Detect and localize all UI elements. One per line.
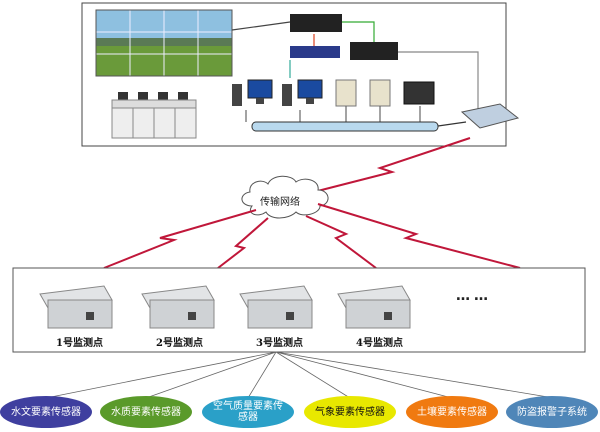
video-wall <box>95 9 233 77</box>
sensor-meteorology: 气象要素传感器 <box>304 396 396 428</box>
sensor-hydrology: 水文要素传感器 <box>0 396 92 428</box>
sensor-air-quality: 空气质量要素传感器 <box>202 396 294 428</box>
sensor-soil: 土壤要素传感器 <box>406 396 498 428</box>
sensor-air-quality-label: 空气质量要素传感器 <box>213 401 283 423</box>
monitoring-point-label-4: 4号监测点 <box>356 338 403 349</box>
network-label: 传输网络 <box>260 197 300 208</box>
sensor-anti-theft-label: 防盗报警子系统 <box>517 406 587 418</box>
transmission-network-cloud <box>241 175 329 219</box>
rack-equipment <box>290 14 398 60</box>
station-device-1 <box>39 285 113 329</box>
servers <box>335 79 435 107</box>
equipment-links <box>231 21 479 122</box>
monitoring-point-label-2: 2号监测点 <box>156 338 203 349</box>
network-bus <box>251 121 439 132</box>
control-desk <box>111 92 197 139</box>
station-device-4 <box>337 285 411 329</box>
sensor-hydrology-label: 水文要素传感器 <box>11 406 81 418</box>
sensor-soil-label: 土壤要素传感器 <box>417 406 487 418</box>
monitoring-point-label-1: 1号监测点 <box>56 338 103 349</box>
uplink-lightning <box>297 137 471 197</box>
more-indicator: …… <box>456 288 492 304</box>
network-switch <box>437 103 520 129</box>
sensor-meteorology-label: 气象要素传感器 <box>315 406 385 418</box>
downlink-lightning <box>103 203 521 269</box>
workstations <box>232 79 323 106</box>
sensor-links <box>45 351 555 399</box>
sensor-water-quality-label: 水质要素传感器 <box>111 406 181 418</box>
sensor-water-quality: 水质要素传感器 <box>100 396 192 428</box>
sensor-anti-theft: 防盗报警子系统 <box>506 396 598 428</box>
monitoring-point-label-3: 3号监测点 <box>256 338 303 349</box>
station-device-3 <box>239 285 313 329</box>
station-device-2 <box>141 285 215 329</box>
